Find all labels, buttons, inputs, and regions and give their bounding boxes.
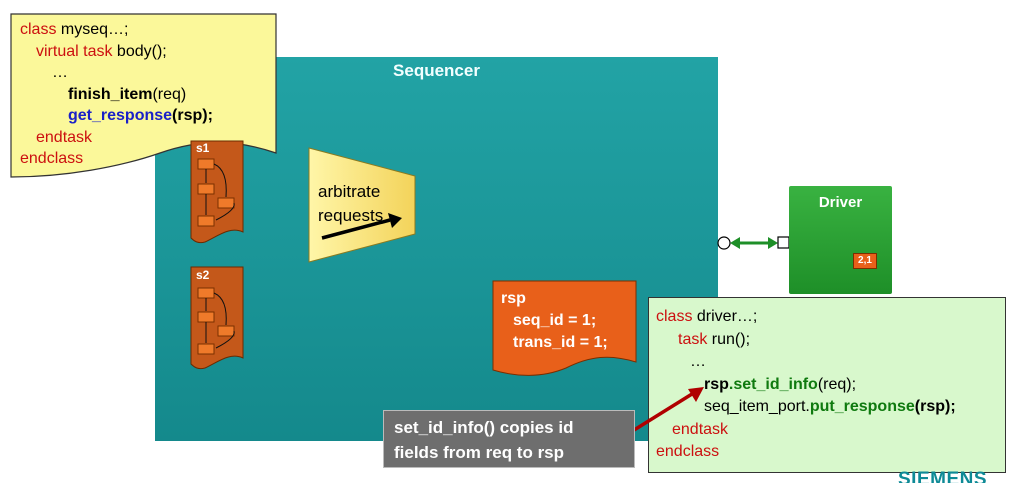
code-line: get_response(rsp); bbox=[20, 105, 213, 127]
rsp-field: seq_id = 1; bbox=[513, 312, 597, 329]
item-icon bbox=[217, 325, 235, 337]
arbiter-arrow bbox=[321, 218, 391, 240]
code-text: (req) bbox=[152, 85, 187, 103]
code-text: seq_item_port. bbox=[704, 398, 810, 415]
rsp-content: rsp seq_id = 1; trans_id = 1; bbox=[501, 288, 608, 354]
keyword: endclass bbox=[20, 150, 84, 167]
arbiter-label-line: arbitrate bbox=[318, 182, 381, 201]
code-text: myseq…; bbox=[56, 21, 129, 38]
tooltip-line: fields from req to rsp bbox=[394, 443, 565, 462]
port-connector bbox=[717, 236, 790, 250]
driver-block: Driver 2,1 bbox=[789, 186, 892, 294]
annotation-arrow bbox=[633, 387, 704, 432]
arrowhead-icon bbox=[768, 237, 778, 249]
keyword: class bbox=[656, 308, 693, 325]
code-text: (req); bbox=[817, 375, 857, 393]
rsp-document bbox=[492, 280, 637, 376]
keyword: virtual task bbox=[36, 42, 113, 60]
myseq-code: class myseq…; virtual task body(); … fin… bbox=[20, 19, 213, 170]
arrowhead-icon bbox=[730, 237, 740, 249]
item-icon bbox=[197, 158, 215, 170]
sequence-s1 bbox=[190, 140, 244, 244]
code-line: finish_item(req) bbox=[20, 84, 213, 106]
driver-title: Driver bbox=[818, 194, 863, 211]
method-name: put_response bbox=[809, 398, 915, 415]
code-line: endclass bbox=[20, 148, 213, 170]
arbiter-block bbox=[308, 147, 416, 263]
method-name: finish_item bbox=[68, 85, 153, 103]
method-name: .set_id_info bbox=[728, 375, 818, 393]
siemens-logo-text: SIEMENS bbox=[898, 470, 988, 483]
sequencer-title: Sequencer bbox=[393, 61, 480, 80]
item-icon bbox=[197, 215, 215, 227]
code-line: class myseq…; bbox=[20, 19, 213, 41]
item-icon bbox=[197, 311, 215, 323]
port-icon bbox=[777, 236, 790, 249]
code-line: endclass bbox=[656, 441, 956, 464]
keyword: class bbox=[20, 21, 57, 38]
code-line: class driver…; bbox=[656, 306, 956, 329]
item-icon bbox=[197, 343, 215, 355]
code-text: body(); bbox=[112, 42, 167, 60]
item-icon bbox=[197, 287, 215, 299]
sequence-s2-label: s2 bbox=[196, 268, 210, 282]
driver-callout bbox=[648, 297, 1006, 473]
code-line: task run(); bbox=[656, 329, 956, 352]
arrowhead-icon bbox=[688, 387, 704, 402]
set-id-info-tooltip: set_id_info() copies id fields from req … bbox=[383, 410, 635, 468]
code-line: endtask bbox=[656, 419, 956, 442]
code-line: rsp.set_id_info(req); bbox=[656, 374, 956, 397]
siemens-logo: SIEMENS bbox=[898, 470, 1019, 483]
code-text: run(); bbox=[707, 330, 751, 348]
arrowhead-icon bbox=[388, 213, 402, 228]
rsp-field: trans_id = 1; bbox=[513, 334, 608, 351]
arbiter-label: arbitrate requests bbox=[318, 180, 383, 228]
code-text: rsp bbox=[704, 375, 729, 393]
code-text: driver…; bbox=[692, 308, 758, 325]
keyword: endclass bbox=[656, 443, 720, 460]
code-text: (rsp); bbox=[172, 107, 213, 124]
rsp-title: rsp bbox=[501, 290, 526, 307]
keyword: endtask bbox=[36, 128, 93, 146]
code-line: endtask bbox=[20, 127, 213, 149]
code-line: seq_item_port.put_response(rsp); bbox=[656, 396, 956, 419]
item-icon bbox=[197, 183, 215, 195]
driver-code: class driver…; task run(); … rsp.set_id_… bbox=[656, 306, 956, 464]
tooltip-line: set_id_info() copies id bbox=[394, 418, 574, 437]
arbiter-label-line: requests bbox=[318, 206, 384, 225]
export-port-icon bbox=[717, 236, 731, 250]
sequence-s2 bbox=[190, 266, 244, 370]
keyword: endtask bbox=[672, 420, 729, 438]
code-line: … bbox=[52, 64, 68, 81]
item-icon bbox=[217, 197, 235, 209]
driver-item-badge: 2,1 bbox=[853, 253, 877, 269]
keyword: task bbox=[678, 330, 708, 348]
method-name: get_response bbox=[68, 107, 173, 124]
code-line: virtual task body(); bbox=[20, 41, 213, 63]
code-line: … bbox=[690, 353, 706, 370]
myseq-callout-shape bbox=[10, 13, 277, 178]
sequence-s1-label: s1 bbox=[196, 141, 210, 155]
code-text: (rsp); bbox=[914, 398, 956, 415]
